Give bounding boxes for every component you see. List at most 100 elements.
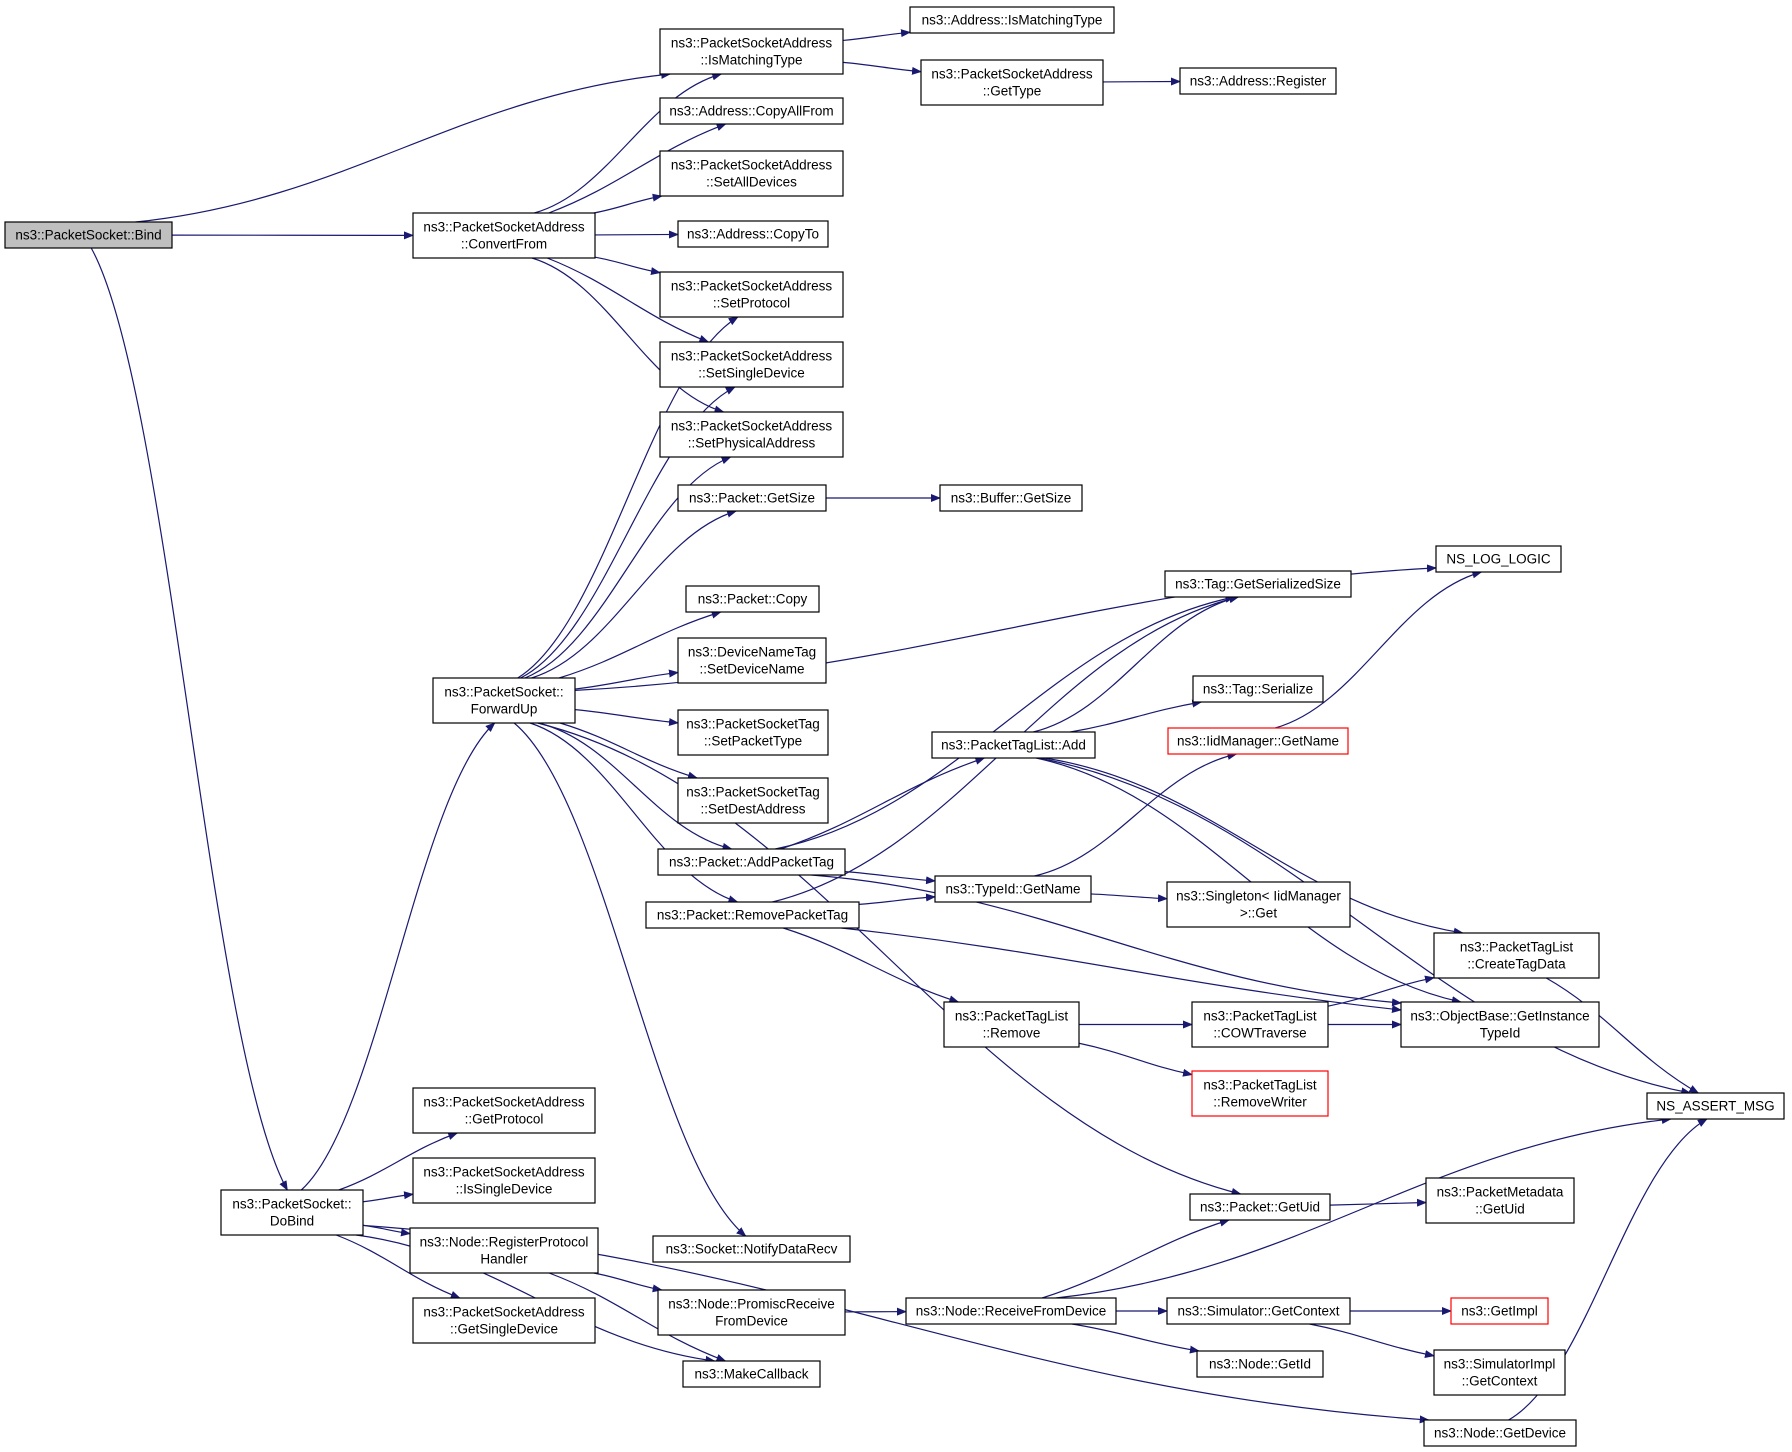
node-cowTraverse[interactable]: ns3::PacketTagList::COWTraverse: [1191, 1001, 1329, 1048]
node-label: ::CreateTagData: [1467, 957, 1566, 972]
node-addrIsMatching[interactable]: ns3::Address::IsMatchingType: [909, 6, 1115, 34]
node-box: [1425, 1177, 1575, 1224]
node-box: [939, 484, 1083, 512]
node-box: [1189, 1193, 1331, 1221]
node-packetCopy[interactable]: ns3::Packet::Copy: [685, 585, 820, 613]
node-setDestAddress[interactable]: ns3::PacketSocketTag::SetDestAddress: [677, 777, 829, 824]
edge-convertFrom-to-isMatchingPSA: [534, 72, 723, 214]
node-psaGetProtocol[interactable]: ns3::PacketSocketAddress::GetProtocol: [412, 1087, 596, 1134]
node-bind[interactable]: ns3::PacketSocket::Bind: [4, 221, 173, 249]
node-label: FromDevice: [715, 1314, 788, 1329]
node-box: [659, 97, 844, 125]
node-label: ns3::Socket::NotifyDataRecv: [666, 1242, 838, 1257]
node-box: [1192, 675, 1324, 703]
node-simGetContext[interactable]: ns3::Simulator::GetContext: [1166, 1297, 1351, 1325]
node-label: ::IsSingleDevice: [456, 1182, 553, 1197]
node-setPacketType[interactable]: ns3::PacketSocketTag::SetPacketType: [677, 709, 829, 756]
node-singletonGet[interactable]: ns3::Singleton< IidManager>::Get: [1166, 881, 1351, 928]
node-isMatchingPSA[interactable]: ns3::PacketSocketAddress::IsMatchingType: [659, 28, 844, 75]
node-label: ns3::PacketSocketAddress: [423, 1095, 585, 1110]
node-label: ::Remove: [983, 1026, 1041, 1041]
node-box: [677, 484, 827, 512]
node-box: [659, 150, 844, 197]
node-addrRegister[interactable]: ns3::Address::Register: [1179, 67, 1337, 95]
node-psaIsSingleDevice[interactable]: ns3::PacketSocketAddress::IsSingleDevice: [412, 1157, 596, 1204]
node-receiveFromDevice[interactable]: ns3::Node::ReceiveFromDevice: [905, 1297, 1117, 1325]
node-notifyDataRecv[interactable]: ns3::Socket::NotifyDataRecv: [652, 1235, 851, 1263]
node-simImplGetContext[interactable]: ns3::SimulatorImpl::GetContext: [1433, 1349, 1566, 1396]
node-nsLogLogic[interactable]: NS_LOG_LOGIC: [1435, 545, 1562, 573]
node-setPhysicalAddress[interactable]: ns3::PacketSocketAddress::SetPhysicalAdd…: [659, 411, 844, 458]
node-psaGetType[interactable]: ns3::PacketSocketAddress::GetType: [920, 59, 1104, 106]
node-removePacketTag[interactable]: ns3::Packet::RemovePacketTag: [645, 901, 860, 929]
node-ptlRemove[interactable]: ns3::PacketTagList::Remove: [943, 1001, 1080, 1048]
node-label: ns3::PacketSocket::Bind: [15, 228, 161, 243]
nodes-layer: ns3::PacketSocket::Bindns3::PacketSocket…: [4, 6, 1785, 1447]
node-box: [1400, 1001, 1600, 1048]
node-psaGetSingleDevice[interactable]: ns3::PacketSocketAddress::GetSingleDevic…: [412, 1297, 596, 1344]
node-typeIdGetName[interactable]: ns3::TypeId::GetName: [934, 875, 1092, 903]
node-getImpl[interactable]: ns3::GetImpl: [1450, 1297, 1549, 1325]
node-tagSerialize[interactable]: ns3::Tag::Serialize: [1192, 675, 1324, 703]
node-label: ::RemoveWriter: [1213, 1095, 1307, 1110]
node-box: [1167, 727, 1349, 755]
node-label: ns3::PacketSocketAddress: [671, 419, 833, 434]
node-doBind[interactable]: ns3::PacketSocket::DoBind: [220, 1189, 364, 1236]
node-makeCallback[interactable]: ns3::MakeCallback: [682, 1360, 821, 1388]
node-nsAssertMsg[interactable]: NS_ASSERT_MSG: [1646, 1092, 1785, 1120]
edge-createTagData-to-nsAssertMsg: [1545, 977, 1700, 1094]
node-box: [1450, 1297, 1549, 1325]
node-removeWriter[interactable]: ns3::PacketTagList::RemoveWriter: [1191, 1070, 1329, 1117]
edge-addPacketTag-to-tagGetSerializedSize: [775, 594, 1236, 850]
node-nodeGetId[interactable]: ns3::Node::GetId: [1196, 1350, 1324, 1378]
node-copyAllFrom[interactable]: ns3::Address::CopyAllFrom: [659, 97, 844, 125]
node-label: ns3::PacketSocketAddress: [671, 279, 833, 294]
node-metadataGetUid[interactable]: ns3::PacketMetadata::GetUid: [1425, 1177, 1575, 1224]
node-forwardUp[interactable]: ns3::PacketSocket::ForwardUp: [432, 677, 576, 724]
node-packetGetUid[interactable]: ns3::Packet::GetUid: [1189, 1193, 1331, 1221]
node-convertFrom[interactable]: ns3::PacketSocketAddress::ConvertFrom: [412, 212, 596, 259]
node-box: [677, 709, 829, 756]
node-setSingleDevice[interactable]: ns3::PacketSocketAddress::SetSingleDevic…: [659, 341, 844, 388]
edge-doBind-to-psaGetSingleDevice: [335, 1234, 461, 1299]
node-setAllDevices[interactable]: ns3::PacketSocketAddress::SetAllDevices: [659, 150, 844, 197]
node-box: [685, 585, 820, 613]
node-box: [412, 212, 596, 259]
node-nodeGetDevice[interactable]: ns3::Node::GetDevice: [1423, 1419, 1577, 1447]
node-copyTo[interactable]: ns3::Address::CopyTo: [677, 220, 829, 248]
edge-isMatchingPSA-to-addrIsMatching: [842, 29, 911, 42]
edge-ptlAdd-to-tagGetSerializedSize: [1033, 595, 1240, 733]
node-tagGetSerializedSize[interactable]: ns3::Tag::GetSerializedSize: [1164, 570, 1352, 598]
node-box: [1433, 932, 1600, 979]
edge-doBind-to-forwardUp: [300, 722, 496, 1191]
node-box: [920, 59, 1104, 106]
node-packetGetSize[interactable]: ns3::Packet::GetSize: [677, 484, 827, 512]
node-label: ForwardUp: [471, 702, 538, 717]
edge-addPacketTag-to-getInstanceTypeId: [811, 874, 1402, 1007]
node-box: [943, 1001, 1080, 1048]
edge-bind-to-doBind: [90, 247, 288, 1191]
node-ptlAdd[interactable]: ns3::PacketTagList::Add: [931, 731, 1096, 759]
node-label: ns3::Singleton< IidManager: [1176, 889, 1341, 904]
edge-ptlAdd-to-getInstanceTypeId: [1036, 757, 1462, 1005]
node-setProtocol[interactable]: ns3::PacketSocketAddress::SetProtocol: [659, 271, 844, 318]
node-addPacketTag[interactable]: ns3::Packet::AddPacketTag: [657, 848, 846, 876]
node-label: ::IsMatchingType: [700, 53, 802, 68]
node-label: ::SetAllDevices: [706, 175, 797, 190]
node-setDeviceName[interactable]: ns3::DeviceNameTag::SetDeviceName: [677, 637, 827, 684]
node-label: ::GetContext: [1462, 1374, 1538, 1389]
node-createTagData[interactable]: ns3::PacketTagList::CreateTagData: [1433, 932, 1600, 979]
node-box: [412, 1297, 596, 1344]
node-bufferGetSize[interactable]: ns3::Buffer::GetSize: [939, 484, 1083, 512]
node-label: ns3::IidManager::GetName: [1177, 734, 1339, 749]
node-label: ns3::TypeId::GetName: [945, 882, 1080, 897]
node-box: [659, 271, 844, 318]
node-iidGetName[interactable]: ns3::IidManager::GetName: [1167, 727, 1349, 755]
node-label: ns3::PacketSocketAddress: [931, 67, 1093, 82]
edge-forwardUp-to-packetCopy: [558, 610, 722, 679]
node-label: ns3::Simulator::GetContext: [1177, 1304, 1339, 1319]
